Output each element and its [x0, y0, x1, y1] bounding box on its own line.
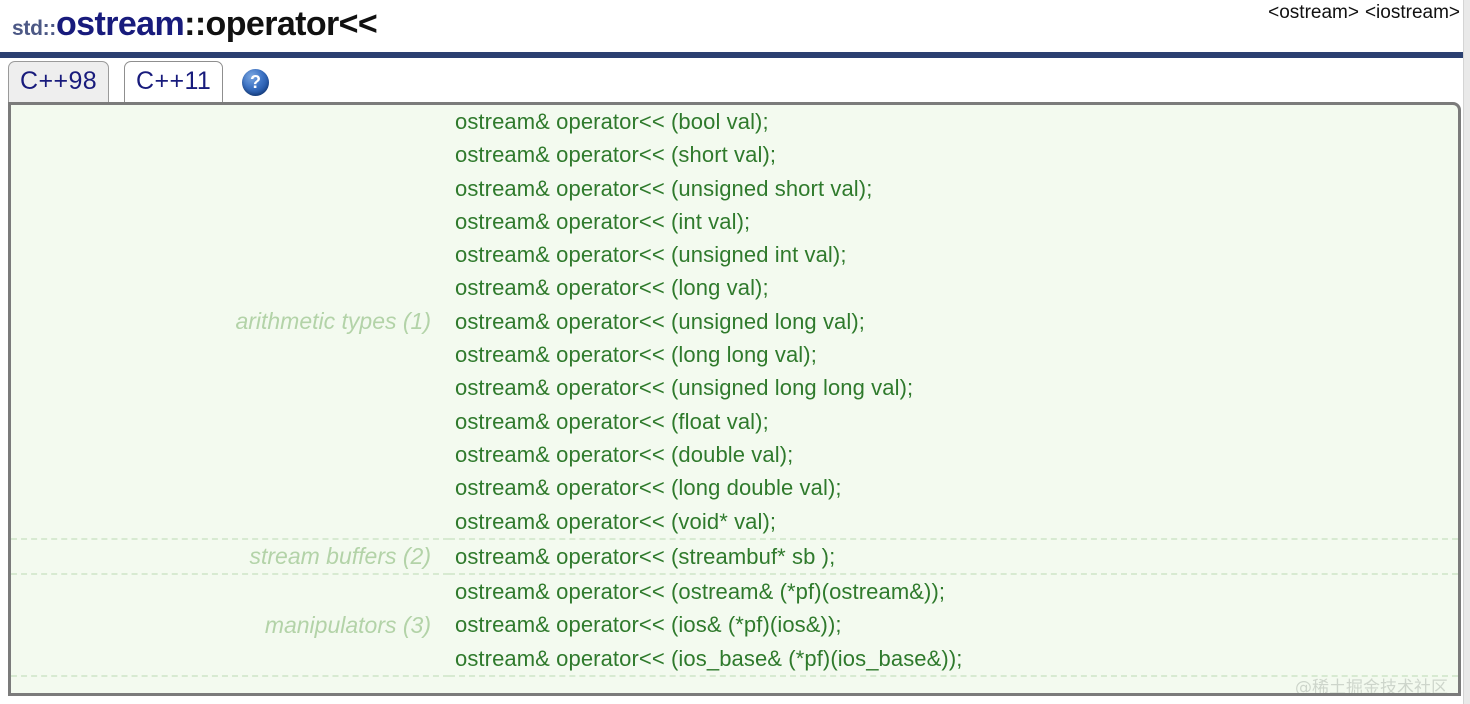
signatures-table-body: arithmetic types (1) ostream& operator<<… — [11, 105, 1458, 693]
group-signatures-stream-buffers: ostream& operator<< (streambuf* sb ); — [449, 537, 1458, 575]
signature-line: ostream& operator<< (long double val); — [455, 475, 842, 501]
signatures-panel: arithmetic types (1) ostream& operator<<… — [8, 102, 1461, 696]
signature-line: ostream& operator<< (ios& (*pf)(ios&)); — [455, 612, 842, 638]
signature-line: ostream& operator<< (ios_base& (*pf)(ios… — [455, 645, 963, 671]
signature-line: ostream& operator<< (int val); — [455, 208, 751, 234]
title-function: operator<< — [205, 5, 378, 43]
tab-cpp11-label: C++11 — [136, 67, 212, 95]
group-signatures-manipulators: ostream& operator<< (ostream& (*pf)(ostr… — [449, 573, 1458, 677]
tab-cpp98[interactable]: C++98 — [8, 61, 110, 102]
group-label-stream-buffers: stream buffers (2) — [11, 537, 449, 575]
group-label-manipulators: manipulators (3) — [11, 573, 449, 677]
signature-line: ostream& operator<< (long val); — [455, 275, 769, 301]
page-header: std::ostream::operator<< <ostream><iostr… — [0, 0, 1470, 53]
standard-version-tabbar: C++98 C++11 — [0, 61, 1464, 103]
group-label-arithmetic-types: arithmetic types (1) — [235, 307, 431, 334]
signature-line: ostream& operator<< (unsigned long val); — [455, 308, 866, 334]
title-class: ostream — [56, 5, 185, 43]
title-namespace: std:: — [12, 17, 56, 40]
table-row: stream buffers (2) ostream& operator<< (… — [11, 537, 1458, 575]
signature-line: ostream& operator<< (unsigned long long … — [455, 375, 914, 401]
table-row: manipulators (3) ostream& operator<< (os… — [11, 573, 1458, 677]
signature-line: ostream& operator<< (ostream& (*pf)(ostr… — [455, 579, 946, 605]
include-header-ostream: <ostream> — [1268, 2, 1359, 23]
spacer-label-cell — [11, 675, 449, 693]
signature-line: ostream& operator<< (unsigned int val); — [455, 242, 847, 268]
table-row-spacer — [11, 675, 1458, 693]
group-signatures-arithmetic-types: ostream& operator<< (bool val); ostream&… — [449, 105, 1458, 539]
signature-line: ostream& operator<< (long long val); — [455, 342, 817, 368]
table-row: arithmetic types (1) ostream& operator<<… — [11, 105, 1458, 539]
page-scrollbar[interactable] — [1463, 0, 1470, 704]
tab-cpp98-label: C++98 — [20, 67, 98, 95]
tab-cpp11[interactable]: C++11 — [124, 61, 224, 102]
title-separator: :: — [184, 5, 206, 43]
signature-line: ostream& operator<< (void* val); — [455, 508, 777, 534]
spacer-signatures-cell — [449, 675, 1458, 693]
page-title: std::ostream::operator<< — [12, 0, 378, 56]
help-question-icon[interactable] — [242, 69, 269, 96]
signature-line: ostream& operator<< (double val); — [455, 441, 794, 467]
header-includes: <ostream><iostream> — [1262, 2, 1460, 24]
signature-line: ostream& operator<< (bool val); — [455, 109, 769, 134]
signatures-table: arithmetic types (1) ostream& operator<<… — [11, 105, 1458, 693]
signature-line: ostream& operator<< (short val); — [455, 142, 777, 168]
include-header-iostream: <iostream> — [1364, 2, 1460, 23]
signature-line: ostream& operator<< (float val); — [455, 408, 769, 434]
signature-line: ostream& operator<< (unsigned short val)… — [455, 175, 873, 201]
title-underline-rule — [0, 52, 1464, 58]
signature-line: ostream& operator<< (streambuf* sb ); — [455, 543, 836, 569]
